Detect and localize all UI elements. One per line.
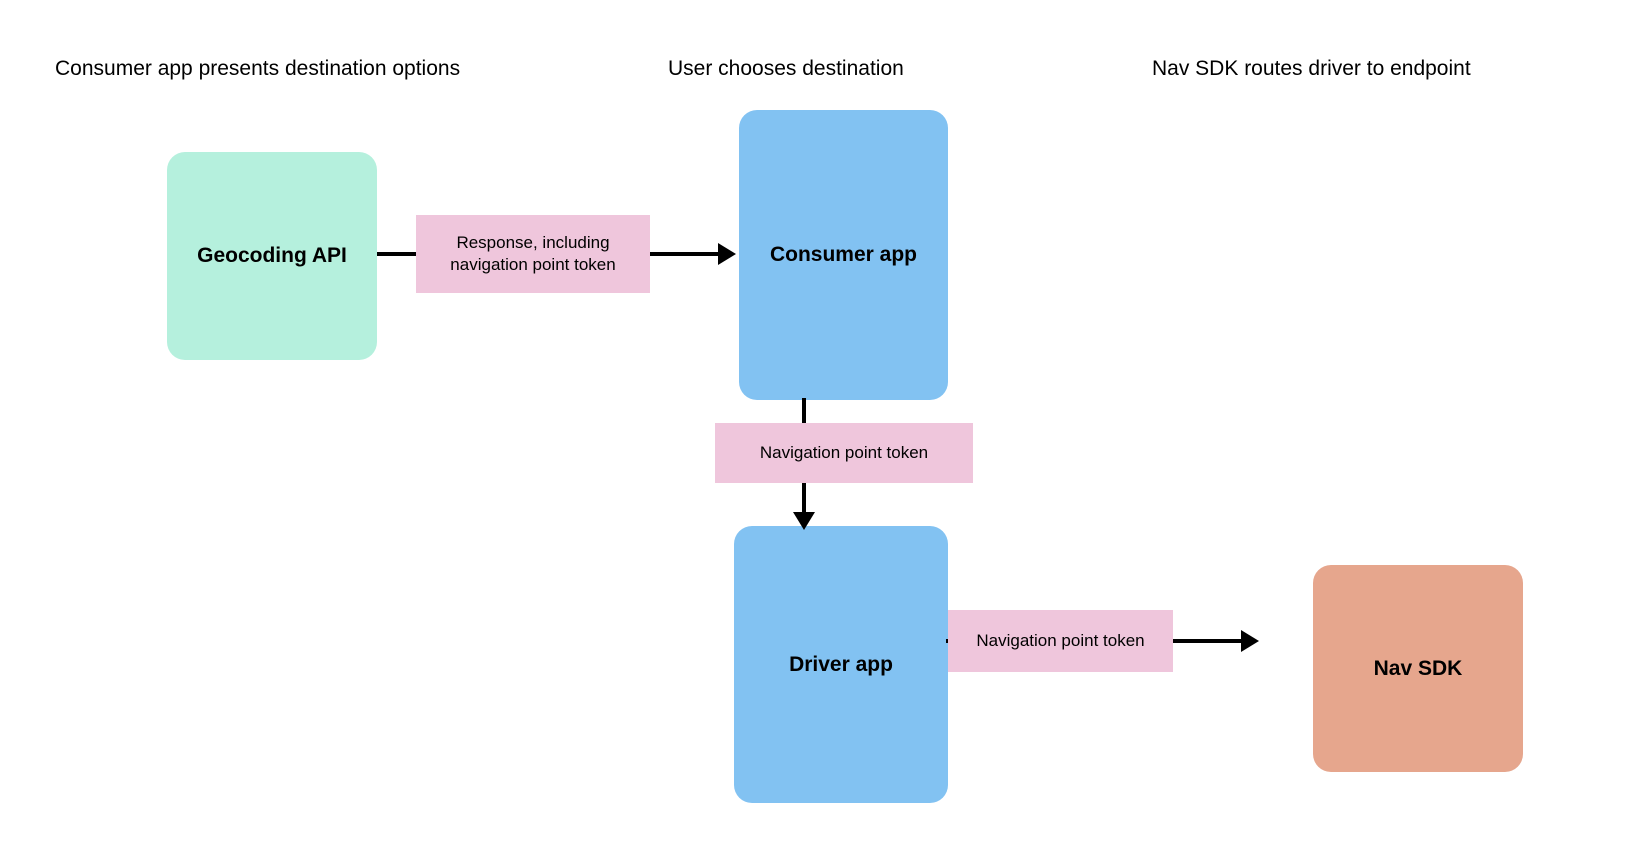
edge-label-response-navigation-point-token: Response, including navigation point tok… bbox=[416, 215, 650, 293]
node-driver-app-label: Driver app bbox=[789, 652, 893, 676]
arrowhead-to-consumer-app-icon bbox=[718, 243, 736, 265]
connector-label-to-driver bbox=[802, 481, 806, 521]
column-header-user-chooses: User chooses destination bbox=[668, 57, 904, 80]
node-consumer-app-label: Consumer app bbox=[769, 243, 918, 266]
connector-label-to-consumer bbox=[648, 252, 724, 256]
connector-label-to-nav-sdk bbox=[1171, 639, 1247, 643]
edge-label-navigation-point-token-horizontal: Navigation point token bbox=[948, 610, 1173, 672]
node-geocoding-api[interactable]: Geocoding API bbox=[167, 152, 377, 360]
node-geocoding-api-label: Geocoding API bbox=[197, 244, 347, 267]
node-nav-sdk[interactable]: Nav SDK bbox=[1313, 565, 1523, 772]
arrowhead-to-nav-sdk-icon bbox=[1241, 630, 1259, 652]
connector-geocoding-to-label bbox=[377, 252, 419, 256]
node-driver-app[interactable]: Driver app bbox=[734, 526, 948, 803]
edge-label-navigation-point-token-vertical: Navigation point token bbox=[715, 423, 973, 483]
node-consumer-app[interactable]: Consumer app bbox=[739, 110, 948, 400]
column-header-nav-sdk-routes: Nav SDK routes driver to endpoint bbox=[1152, 57, 1471, 80]
node-nav-sdk-label: Nav SDK bbox=[1373, 656, 1463, 680]
connector-consumer-to-label bbox=[802, 398, 806, 426]
column-header-consumer-options: Consumer app presents destination option… bbox=[55, 57, 461, 80]
arrowhead-to-driver-app-icon bbox=[793, 512, 815, 530]
